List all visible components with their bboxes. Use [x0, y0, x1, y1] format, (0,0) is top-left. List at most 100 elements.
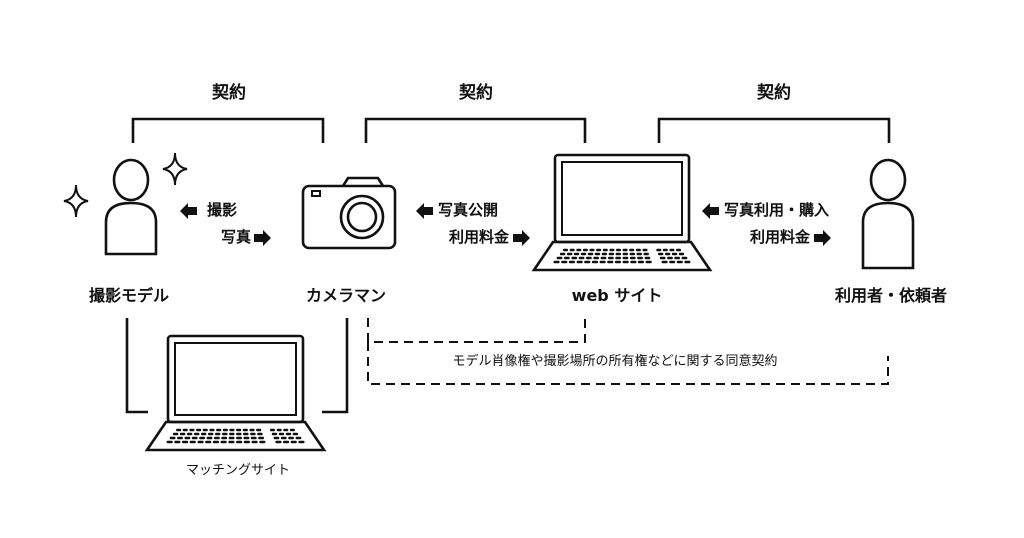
keyboard-key	[275, 440, 282, 444]
keyboard-key	[221, 436, 228, 440]
keyboard-key	[228, 440, 235, 444]
keyboard-key	[564, 256, 570, 260]
flow-label-shooting: 撮影	[207, 201, 238, 219]
keyboard-key	[220, 440, 227, 444]
contract-label: 契約	[757, 83, 791, 103]
sparkle-icon	[63, 184, 89, 218]
laptop-icon	[531, 153, 713, 272]
keyboard-key	[582, 248, 588, 252]
keyboard-key	[174, 440, 181, 444]
keyboard-key	[576, 260, 583, 264]
keyboard-key	[273, 436, 280, 440]
keyboard-key	[236, 440, 243, 444]
keyboard-key	[206, 436, 213, 440]
keyboard-key	[635, 248, 641, 252]
keyboard-key	[298, 440, 305, 444]
keyboard-key	[196, 428, 202, 432]
keyboard-key	[608, 256, 614, 260]
keyboard-key	[569, 248, 575, 252]
keyboard-key	[177, 436, 183, 440]
keyboard-key	[658, 252, 664, 256]
keyboard-key	[589, 248, 595, 252]
keyboard-key	[662, 248, 668, 252]
keyboard-key	[249, 428, 255, 432]
keyboard-key	[561, 260, 568, 264]
keyboard-key	[216, 428, 222, 432]
keyboard-key	[179, 432, 186, 436]
model-head	[112, 158, 150, 202]
camera-flash	[311, 190, 321, 197]
contract-bracket-photographer-website	[364, 117, 587, 143]
keyboard-key	[288, 436, 294, 440]
keyboard-key	[586, 256, 592, 260]
keyboard-key	[250, 432, 256, 436]
keyboard-key	[169, 436, 176, 440]
person-with-sparkles-icon	[63, 152, 188, 256]
keyboard-key	[201, 432, 207, 436]
flow-label-usage-fee: 利用料金	[749, 228, 810, 246]
website-laptop-screen	[561, 161, 683, 236]
keyboard-key	[205, 440, 212, 444]
keyboard-key	[182, 440, 189, 444]
keyboard-key	[601, 252, 608, 256]
keyboard-key	[243, 440, 250, 444]
keyboard-key	[176, 428, 182, 432]
keyboard-key	[292, 432, 299, 436]
keyboard-key	[283, 440, 290, 444]
keyboard-key	[576, 248, 582, 252]
flow-label-photo-use-purchase: 写真利用・購入	[724, 201, 830, 219]
person-icon	[861, 158, 915, 270]
website-laptop-base	[531, 240, 713, 272]
laptop-icon	[144, 334, 327, 452]
keyboard-key	[616, 248, 621, 252]
keyboard-key	[630, 260, 637, 264]
keyboard-key	[580, 252, 587, 256]
contract-label: 契約	[459, 83, 493, 103]
keyboard-key	[166, 440, 173, 444]
website-laptop-keyboard	[553, 248, 691, 264]
keyboard-key	[622, 252, 628, 256]
keyboard-key	[645, 260, 652, 264]
flow-label-usage-fee: 利用料金	[448, 228, 509, 246]
keyboard-key	[208, 432, 214, 436]
contract-bracket-model-photographer	[131, 117, 325, 143]
keyboard-key	[271, 432, 278, 436]
camera-top	[341, 176, 385, 187]
keyboard-key	[594, 252, 601, 256]
keyboard-key	[242, 428, 248, 432]
keyboard-key	[676, 260, 683, 264]
keyboard-key	[278, 432, 285, 436]
keyboard-key	[251, 440, 258, 444]
keyboard-key	[684, 260, 691, 264]
keyboard-key	[678, 252, 685, 256]
keyboard-key	[637, 260, 644, 264]
keyboard-key	[270, 428, 275, 432]
keyboard-key	[202, 428, 208, 432]
keyboard-key	[593, 256, 599, 260]
keyboard-key	[172, 432, 179, 436]
keyboard-key	[566, 252, 573, 256]
keyboard-key	[644, 256, 651, 260]
keyboard-key	[636, 252, 642, 256]
keyboard-key	[289, 428, 295, 432]
arrow-right-icon	[814, 230, 831, 246]
keyboard-key	[671, 252, 678, 256]
keyboard-key	[622, 248, 628, 252]
contract-bracket-website-user	[657, 117, 891, 143]
keyboard-key	[661, 260, 668, 264]
keyboard-key	[622, 256, 629, 260]
keyboard-key	[607, 260, 614, 264]
flow-label-photo-publish: 写真公開	[438, 201, 499, 219]
matching-laptop-screen	[174, 342, 297, 416]
keyboard-key	[228, 436, 235, 440]
keyboard-key	[571, 256, 578, 260]
keyboard-key	[194, 432, 200, 436]
keyboard-key	[629, 248, 635, 252]
keyboard-key	[250, 436, 257, 440]
keyboard-key	[568, 260, 575, 264]
keyboard-key	[191, 436, 198, 440]
keyboard-key	[256, 428, 262, 432]
model-body	[104, 201, 158, 256]
matching-connector-model	[125, 318, 148, 414]
